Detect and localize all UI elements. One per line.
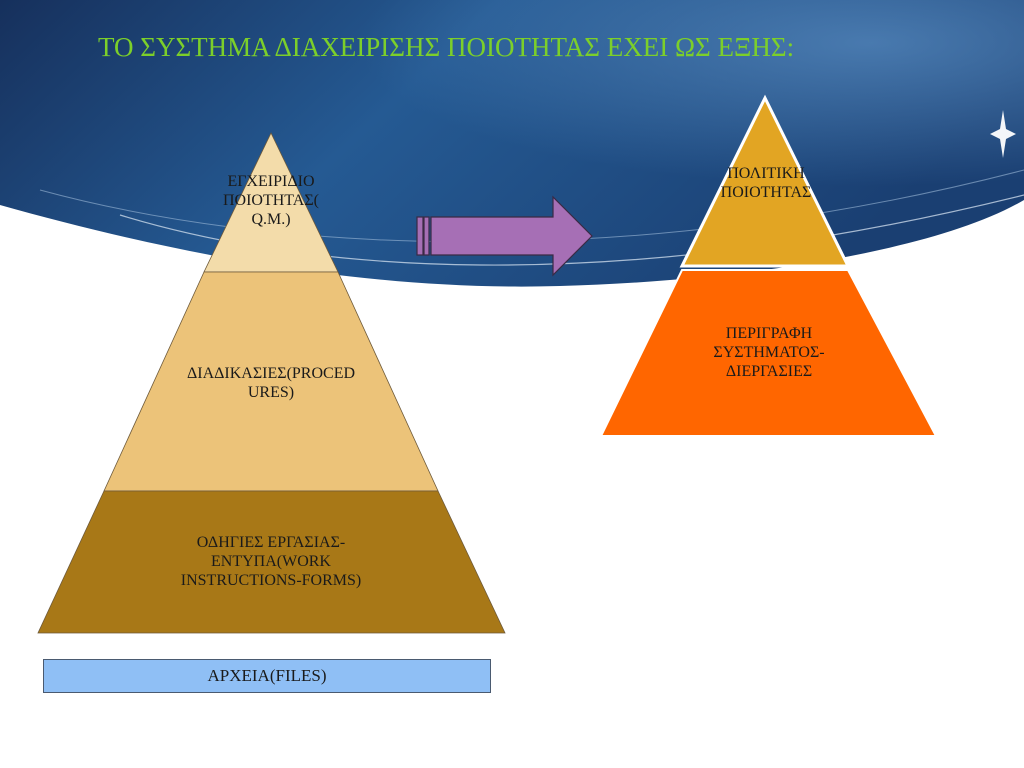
arrow-tail-bar <box>416 216 424 256</box>
label-line: ΕΓΧΕΙΡΙΔΙΟ <box>227 173 315 190</box>
label-line: Q.M.) <box>251 211 291 228</box>
arrow-tail-bar <box>423 216 430 256</box>
label-line: ΔΙΑΔΙΚΑΣΙΕΣ(PROCED <box>186 365 356 382</box>
label-line: ΠΟΛΙΤΙΚΗ <box>727 165 805 182</box>
level-label-procedures: ΔΙΑΔΙΚΑΣΙΕΣ(PROCED URES) <box>151 364 391 402</box>
label-line: ΔΙΕΡΓΑΣΙΕΣ <box>725 363 813 380</box>
right-arrow-icon <box>416 195 593 277</box>
label-line: ΕΝΤΥΠΑ(WORK <box>211 553 331 570</box>
swoosh-line <box>119 194 1024 266</box>
slide-title: ΤΟ ΣΥΣΤΗΜΑ ΔΙΑΧΕΙΡΙΣΗΣ ΠΟΙΟΤΗΤΑΣ ΕΧΕΙ ΩΣ… <box>98 32 795 62</box>
label-line: ΠΟΙΟΤΗΤΑΣ <box>720 184 812 201</box>
pyramid-level-system-description <box>599 269 938 437</box>
pyramid-level-work-instructions <box>37 490 506 634</box>
pyramid-level-quality-policy <box>679 94 851 268</box>
files-label: ΑΡΧΕΙΑ(FILES) <box>207 666 327 685</box>
label-line: INSTRUCTIONS-FORMS) <box>180 572 362 589</box>
level-label-work-instructions: ΟΔΗΓΙΕΣ ΕΡΓΑΣΙΑΣ- ΕΝΤΥΠΑ(WORK INSTRUCTIO… <box>131 533 411 590</box>
level-label-quality-manual: ΕΓΧΕΙΡΙΔΙΟ ΠΟΙΟΤΗΤΑΣ( Q.M.) <box>191 172 351 229</box>
sparkle-icon <box>990 110 1016 158</box>
label-line: ΠΕΡΙΓΡΑΦΗ <box>725 325 813 342</box>
label-line: URES) <box>247 384 295 401</box>
label-line: ΠΟΙΟΤΗΤΑΣ( <box>222 192 319 209</box>
label-line: ΣΥΣΤΗΜΑΤΟΣ- <box>713 344 825 361</box>
arrow-body <box>430 195 593 277</box>
files-box: ΑΡΧΕΙΑ(FILES) <box>43 659 491 693</box>
label-line: ΟΔΗΓΙΕΣ ΕΡΓΑΣΙΑΣ- <box>196 534 346 551</box>
level-label-quality-policy: ΠΟΛΙΤΙΚΗ ΠΟΙΟΤΗΤΑΣ <box>686 164 846 202</box>
level-label-system-description: ΠΕΡΙΓΡΑΦΗ ΣΥΣΤΗΜΑΤΟΣ- ΔΙΕΡΓΑΣΙΕΣ <box>669 324 869 381</box>
